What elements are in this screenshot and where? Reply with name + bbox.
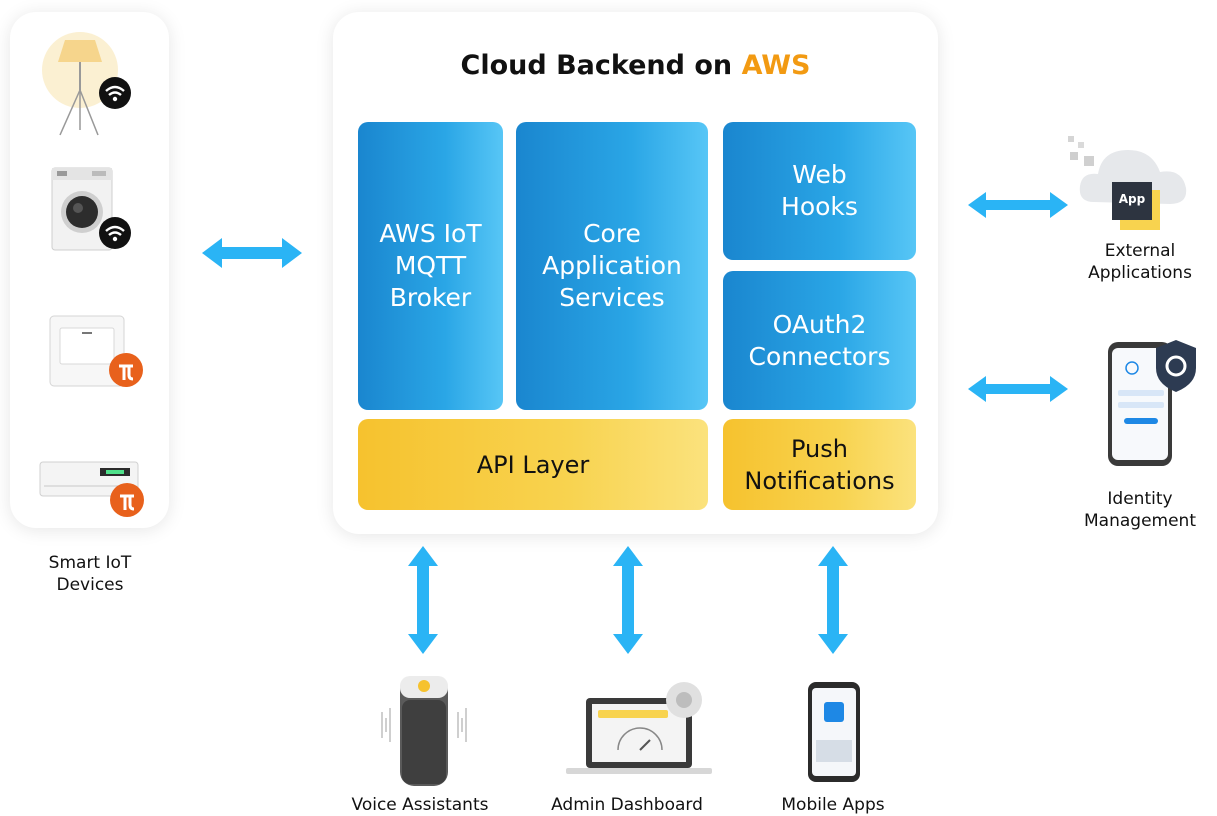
zigbee-icon [109, 353, 143, 387]
external-apps-double-arrow [968, 192, 1068, 218]
wifi-icon [99, 77, 131, 109]
smart-speaker-icon [381, 676, 467, 786]
identity-management-label: Identity Management [1084, 489, 1196, 531]
external-applications-label: External Applications [1088, 241, 1192, 283]
washing-machine-icon [51, 167, 113, 251]
admin-dashboard-label: Admin Dashboard [551, 795, 703, 815]
identity-double-arrow [968, 376, 1068, 402]
voice-assistants-label: Voice Assistants [351, 795, 489, 815]
api-layer-block: API Layer [358, 419, 708, 510]
mobile-double-arrow [818, 546, 848, 654]
floor-lamp-icon [42, 32, 118, 136]
mobile-phone-icon [808, 682, 860, 782]
admin-laptop-icon [566, 682, 712, 774]
mobile-apps-label: Mobile Apps [781, 795, 885, 815]
cloud-backend-title: Cloud Backend on AWS [460, 50, 811, 81]
oauth2-connectors-block: OAuth2 Connectors [723, 271, 916, 410]
identity-phone-icon [1108, 340, 1196, 466]
aws-accent: AWS [741, 50, 811, 81]
zigbee-icon [110, 483, 144, 517]
push-notifications-block: Push Notifications [723, 419, 916, 510]
webhooks-block: Web Hooks [723, 122, 916, 260]
wall-switch-icon [49, 315, 125, 387]
wifi-icon [99, 217, 131, 249]
core-services-block: Core Application Services [516, 122, 708, 410]
devices-double-arrow [202, 238, 302, 268]
voice-double-arrow [408, 546, 438, 654]
cloud-app-icon [1068, 136, 1187, 230]
admin-double-arrow [613, 546, 643, 654]
mqtt-broker-block: AWS IoT MQTT Broker [358, 122, 503, 410]
smart-iot-devices-label: Smart IoT Devices [48, 553, 132, 595]
app-badge-text: App [1118, 192, 1146, 206]
